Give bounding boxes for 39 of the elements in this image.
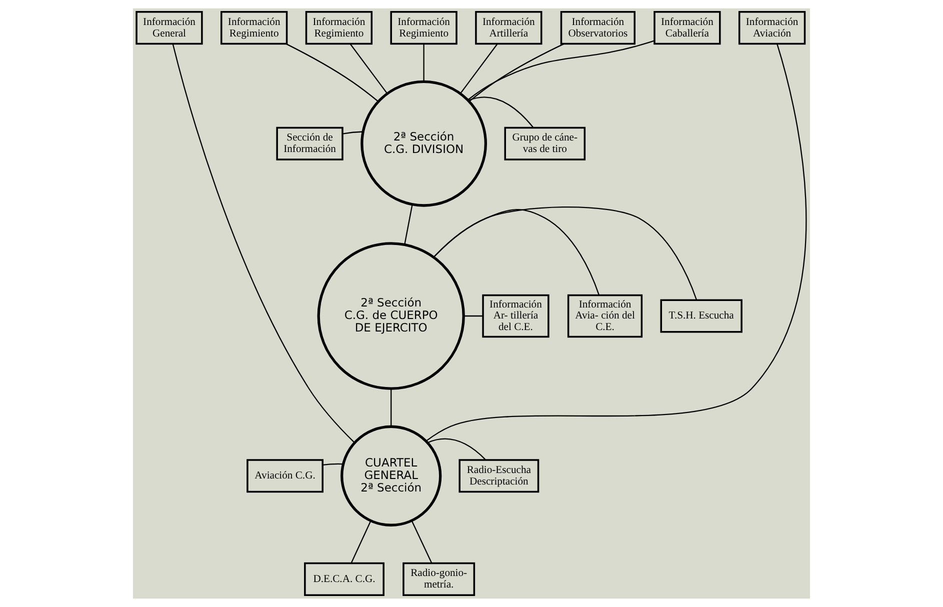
- node-box: Información Ar- tillería del C.E.: [482, 294, 550, 338]
- connector: [423, 44, 424, 82]
- connector: [433, 209, 600, 296]
- connector: [428, 438, 486, 460]
- connector: [286, 43, 379, 102]
- node-box: Radio-gonio- metría.: [402, 562, 476, 596]
- node-box: Información Avia- ción del C.E.: [567, 294, 643, 338]
- node-box: Información Aviación: [738, 11, 806, 45]
- node-box: T.S.H. Escucha: [660, 299, 742, 333]
- connector: [426, 44, 807, 442]
- node-box: D.E.C.A. C.G.: [304, 562, 384, 596]
- connector: [342, 131, 363, 134]
- node-box: Sección de Información: [276, 126, 344, 160]
- connector: [468, 43, 564, 102]
- connector: [464, 315, 483, 317]
- connector: [350, 44, 388, 94]
- node-box: Información Regimiento: [390, 11, 458, 45]
- connector: [468, 96, 534, 128]
- node-circle: CUARTEL GENERAL 2ª Sección: [340, 425, 442, 526]
- node-box: Aviación C.G.: [246, 459, 324, 493]
- node-box: Información Regimiento: [220, 11, 288, 45]
- node-box: Información Regimiento: [305, 11, 373, 45]
- connector: [172, 44, 355, 444]
- node-circle: 2ª Sección C.G. DIVISION: [360, 80, 487, 207]
- connector: [411, 520, 432, 564]
- connector: [322, 463, 344, 466]
- connector: [433, 206, 698, 300]
- connector: [467, 40, 655, 100]
- node-box: Información Artillería: [475, 11, 542, 45]
- node-box: Radio-Escucha Descriptación: [458, 459, 540, 493]
- node-box: Información Caballería: [654, 11, 721, 45]
- node-box: Información General: [136, 11, 203, 45]
- node-box: Información Observatorios: [560, 11, 636, 45]
- connector: [404, 204, 413, 245]
- connector: [390, 388, 392, 426]
- connector: [350, 520, 372, 564]
- node-box: Grupo de cáne- vas de tiro: [504, 126, 586, 160]
- connector: [460, 44, 498, 94]
- node-circle: 2ª Sección C.G. de CUERPO DE EJERCITO: [317, 242, 465, 390]
